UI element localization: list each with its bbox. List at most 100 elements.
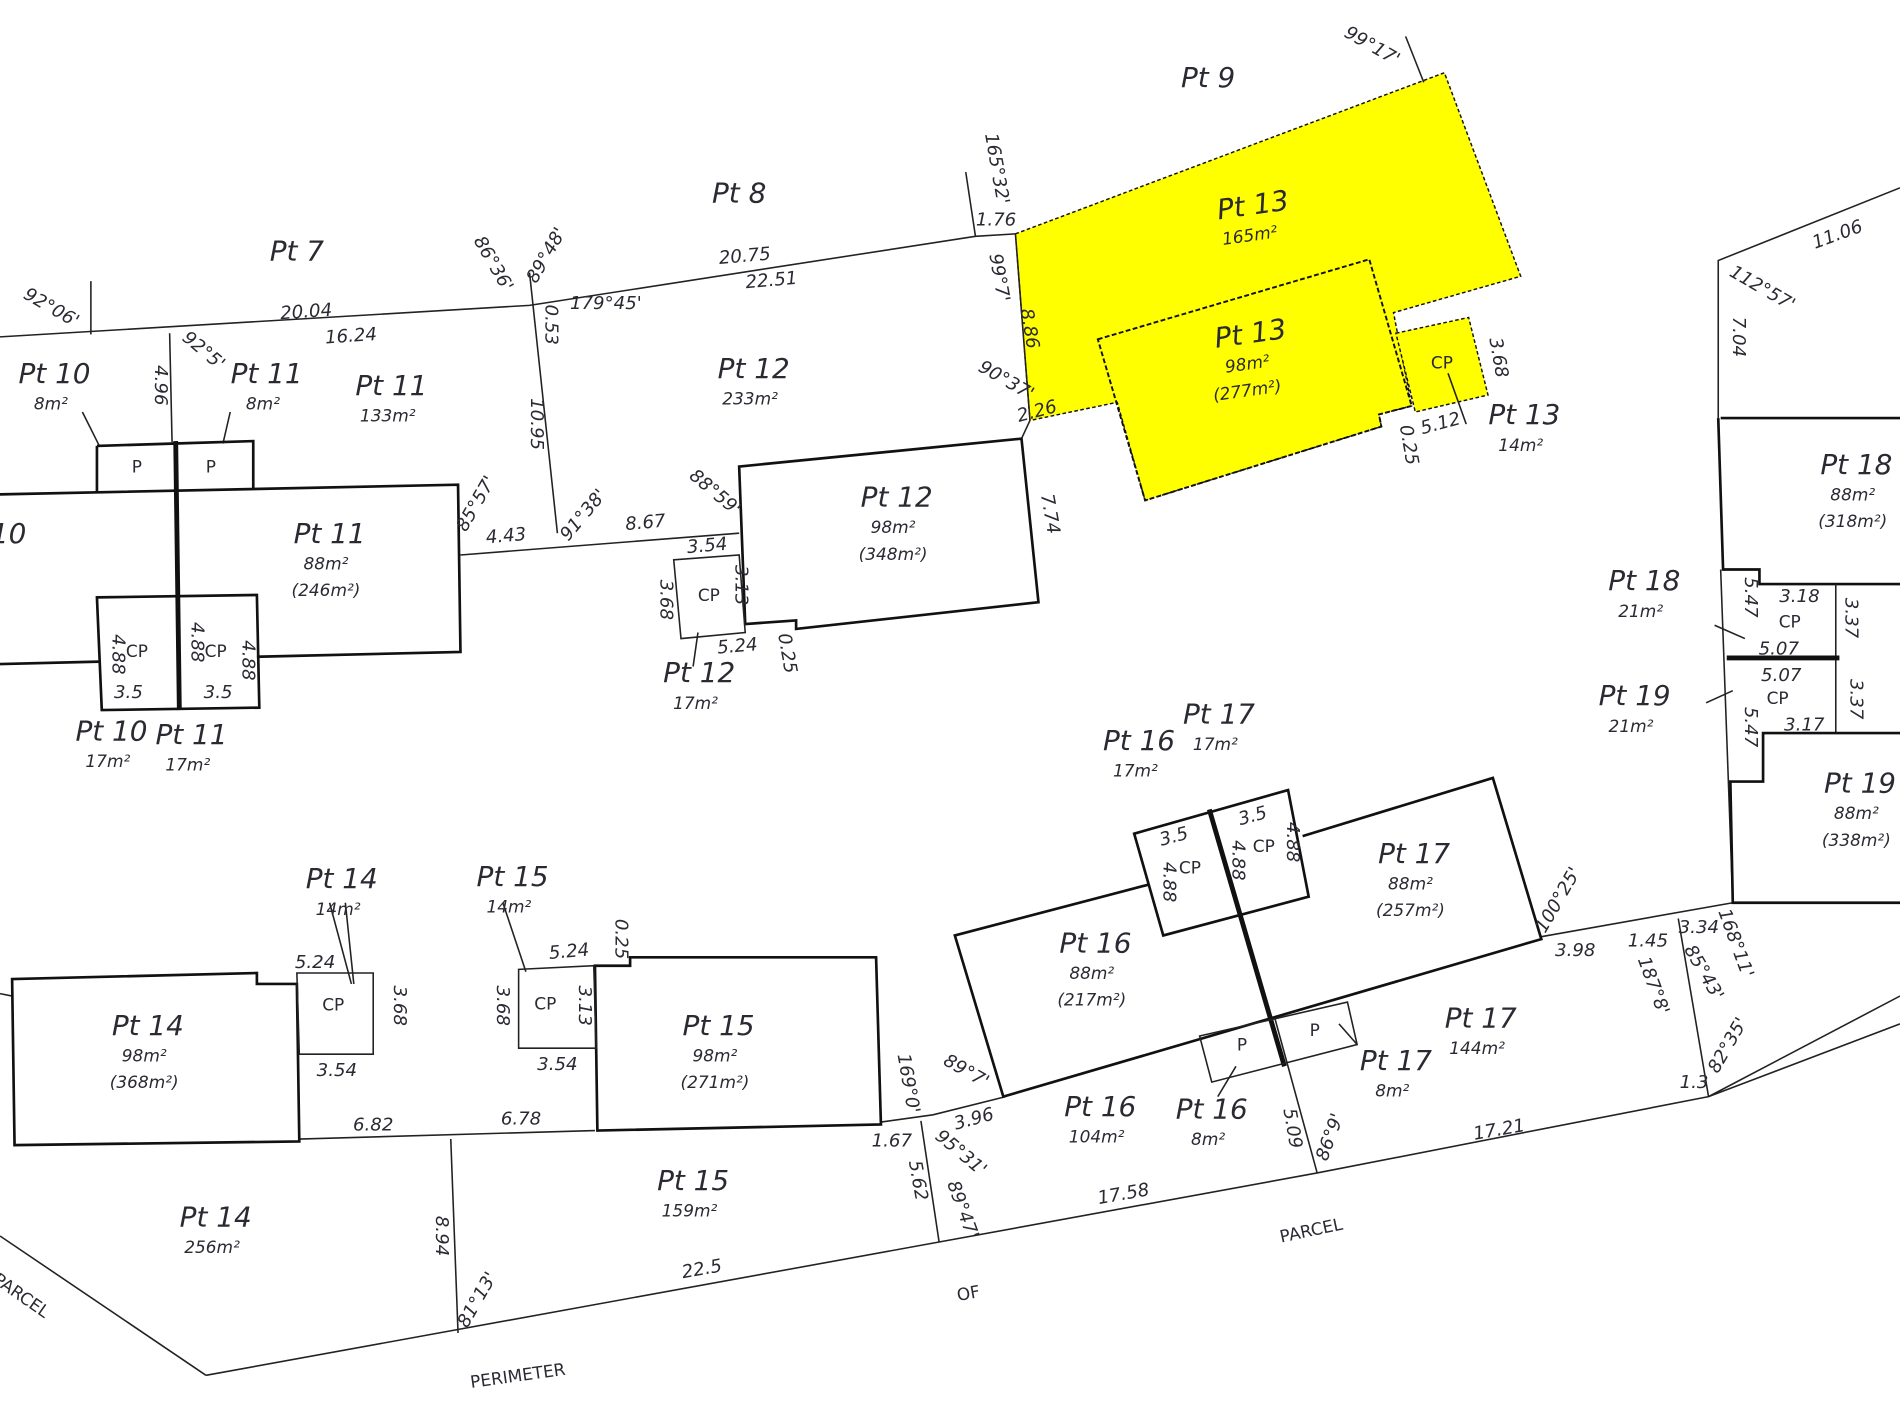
dimension-label: 5.07 [1761,665,1802,686]
dimension-label: 3.5 [1236,802,1269,830]
lot-name: Pt 10 [19,357,91,390]
lot-name: Pt 18 [1608,564,1680,597]
parking-tag: P [1237,1035,1247,1055]
dimension-label: 82°35' [1704,1014,1752,1077]
dimension-label: 20.04 [280,300,333,325]
lot-area: 21m² [1618,601,1663,621]
dimension-label: 4.88 [1227,840,1248,880]
lot-name: Pt 10 [75,714,147,747]
lot-total-area: (271m²) [680,1072,749,1092]
dimension-label: 22.5 [680,1255,723,1283]
dimension-label: 3.37 [1845,679,1866,720]
dimension-label: 3.68 [655,580,676,620]
lot-area: 88m² [1388,873,1433,893]
dimension-label: 6.82 [353,1115,393,1136]
lot-area: 8m² [1375,1081,1409,1101]
lot-name: Pt 14 [112,1009,184,1042]
lot-area: 17m² [165,755,210,775]
dimension-label: 20.75 [718,244,772,269]
perimeter-word: OF [955,1281,981,1305]
dimension-label: 81°13' [453,1269,501,1332]
dimension-label: 5.47 [1740,577,1761,618]
lot-name: Pt 9 [1181,61,1235,94]
perimeter-word: PERIMETER [469,1359,567,1392]
carport-tag: CP [1179,858,1201,878]
dimension-label: 3.5 [114,682,143,703]
lot-name: Pt 11 [231,357,303,390]
dimension-label: 99°17' [1341,22,1404,70]
dimension-label: 91°38' [556,485,611,545]
leader-lines [81,372,1746,1098]
dimension-label: 5.24 [716,634,758,658]
dimension-label: 3.37 [1840,598,1861,639]
dimension-label: 3.17 [1784,715,1825,736]
dimension-label: 95°31' [931,1126,991,1181]
lot-name: Pt 14 [306,862,378,895]
dimension-label: 3.18 [1779,586,1819,607]
parking-tag: P [1310,1020,1320,1040]
lot-area: 21m² [1609,716,1654,736]
lot-name: Pt 11 [355,369,427,402]
dimension-label: 7.74 [1036,492,1064,535]
dimension-label: 165°32' [980,131,1013,205]
dimension-label: 5.12 [1418,408,1462,439]
dimension-label: 0.25 [1395,423,1423,466]
lot-13-carport-yellow [1395,316,1489,413]
dimension-label: 89°48' [522,224,570,287]
dimension-label: 100°25' [1531,864,1585,937]
dimension-label: 8.67 [624,511,667,535]
lot-total-area: (368m²) [110,1072,179,1092]
lot-name: Pt 17 [1378,837,1450,870]
dimension-label: 89°7' [940,1050,993,1093]
lot-area: 88m² [1834,803,1879,823]
lot-name: Pt 18 [1820,448,1892,481]
lot-name: Pt 16 [1103,724,1175,757]
lot-name: Pt 13 [1488,398,1560,431]
lot-total-area: (338m²) [1822,830,1891,850]
dimension-label: 3.34 [1679,917,1719,938]
dimension-label: 4.43 [485,524,527,548]
lot-area: 17m² [85,751,130,771]
lot-area: 8m² [1191,1129,1225,1149]
dimension-label: 4.88 [108,634,129,674]
carport-tag: CP [126,641,148,661]
dimension-label: 17.21 [1472,1115,1527,1145]
dimension-label: 5.24 [548,940,590,964]
dimension-label: 86°36' [469,232,517,295]
carport-tag: CP [698,585,720,605]
dimension-label: 3.68 [492,986,513,1026]
lot-area: 88m² [304,554,349,574]
dimension-label: 1.76 [976,209,1016,230]
lot-area: 98m² [122,1045,167,1065]
dimension-label: 112°57' [1726,261,1799,315]
lot-name: Pt 17 [1360,1044,1432,1077]
buildings [0,416,1900,1147]
dimension-label: 1.45 [1628,930,1668,951]
carport-tag: CP [1767,688,1789,708]
lot-name: Pt 16 [1064,1090,1136,1123]
carport-tag: CP [534,993,556,1013]
dimension-labels: 92°06'20.0416.244.9692°5'86°36'89°48'179… [20,22,1866,1331]
lot-name: Pt 16 [1176,1092,1248,1125]
dimension-label: 4.88 [1282,822,1303,862]
lot-area: 98m² [692,1045,737,1065]
dimension-label: 168°11' [1713,906,1757,981]
dimension-label: 1.67 [872,1130,913,1151]
lot-area: 88m² [1069,963,1114,983]
dimension-label: 88°59' [685,465,745,520]
lot-area: 8m² [34,394,68,414]
lot-name: Pt 17 [1445,1002,1517,1035]
parking-tag: P [206,457,216,477]
dimension-label: 3.5 [1157,823,1190,851]
lot-area: 144m² [1449,1038,1505,1058]
dimension-label: 10.95 [526,398,547,450]
dimension-label: 3.68 [389,986,410,1026]
lot-name: Pt 15 [477,860,549,893]
lot-area: 104m² [1069,1127,1125,1147]
dimension-label: 4.96 [150,365,171,405]
lot-name: Pt 10 [0,517,26,550]
lot-area: 14m² [316,899,361,919]
